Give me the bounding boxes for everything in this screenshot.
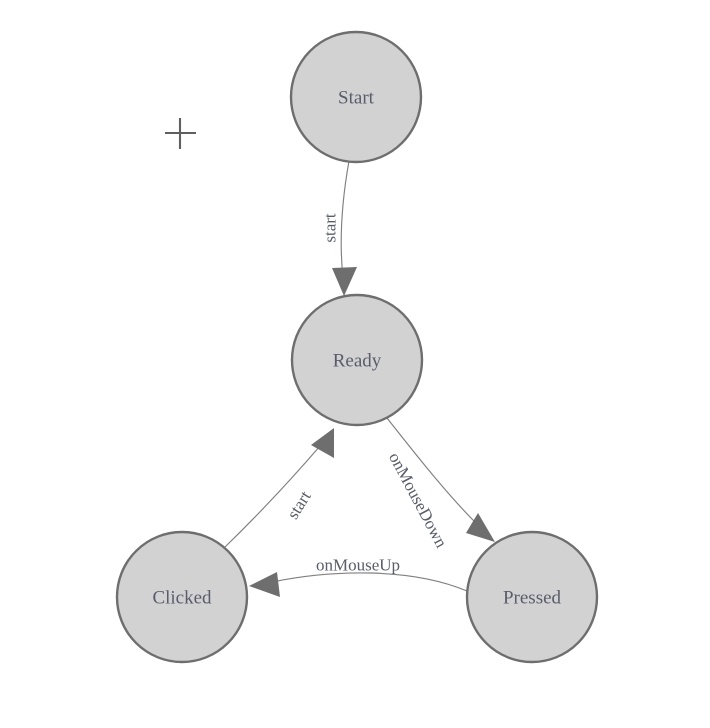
edge-path-start-to-ready — [340, 160, 350, 279]
node-start-label: Start — [338, 88, 375, 109]
edges-layer — [223, 160, 495, 597]
edge-label-clicked-to-ready: start — [283, 487, 315, 522]
edge-start-to-ready[interactable] — [332, 160, 357, 296]
edge-path-ready-to-pressed — [386, 417, 482, 529]
node-clicked-label: Clicked — [152, 588, 212, 609]
node-pressed-circle[interactable] — [465, 530, 599, 664]
arrowhead-ready-to-pressed — [466, 513, 495, 542]
node-clicked-circle[interactable] — [115, 530, 249, 664]
arrowhead-start-to-ready — [332, 267, 357, 296]
crosshair-icon — [165, 118, 196, 149]
edge-label-start-to-ready: start — [321, 213, 340, 243]
edge-pressed-to-clicked[interactable] — [249, 572, 468, 597]
edge-ready-to-pressed[interactable] — [386, 417, 495, 542]
edge-path-clicked-to-ready — [223, 445, 321, 549]
edge-label-ready-to-pressed: onMouseDown — [385, 449, 451, 551]
edge-label-pressed-to-clicked: onMouseUp — [316, 556, 400, 575]
nodes-layer: Start Ready Clicked Pressed — [115, 30, 599, 664]
arrowhead-pressed-to-clicked — [249, 572, 280, 597]
edge-path-pressed-to-clicked — [271, 572, 468, 592]
node-ready-label: Ready — [333, 351, 382, 372]
edge-clicked-to-ready[interactable] — [223, 428, 334, 549]
node-ready[interactable]: Ready — [290, 293, 424, 427]
node-pressed[interactable]: Pressed — [465, 530, 599, 664]
node-ready-circle[interactable] — [290, 293, 424, 427]
arrowhead-clicked-to-ready — [311, 428, 334, 458]
node-pressed-label: Pressed — [503, 588, 562, 609]
node-clicked[interactable]: Clicked — [115, 530, 249, 664]
node-start[interactable]: Start — [289, 30, 423, 164]
node-start-circle[interactable] — [289, 30, 423, 164]
